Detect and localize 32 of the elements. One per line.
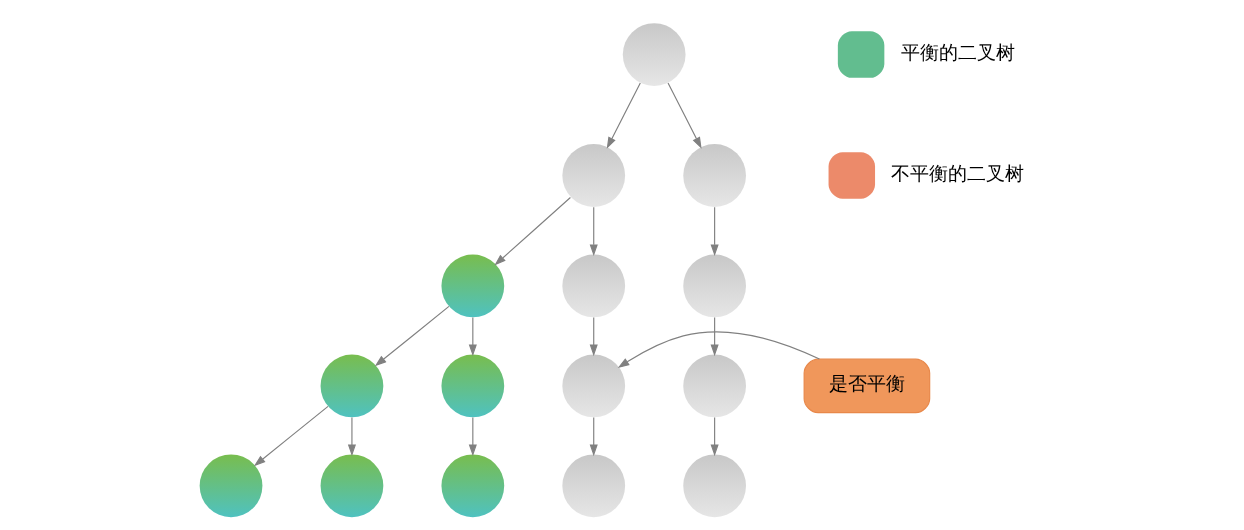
node-circle	[622, 23, 686, 86]
arrow	[617, 331, 820, 368]
arrow	[710, 416, 719, 457]
node-circle	[320, 454, 383, 518]
arrow	[347, 416, 356, 457]
arrow	[253, 405, 329, 467]
node-circle	[561, 144, 625, 207]
node-circle	[320, 354, 383, 418]
node-circle	[682, 454, 746, 518]
arrow	[374, 305, 449, 367]
arrow	[589, 316, 598, 357]
arrow	[606, 82, 641, 149]
node-circle	[561, 454, 625, 518]
node-circle	[440, 354, 504, 418]
arrow	[493, 196, 571, 266]
node-circle	[682, 254, 746, 318]
node-circle	[561, 254, 625, 318]
arrow	[666, 82, 702, 149]
legend-label: 不平衡的二叉树	[890, 162, 1024, 184]
arrow	[710, 206, 719, 257]
node-circle	[682, 144, 746, 207]
node-circle	[440, 454, 504, 518]
legend-label: 平衡的二叉树	[900, 42, 1015, 64]
arrow	[589, 206, 598, 257]
arrow	[710, 316, 719, 357]
node-circle	[682, 354, 746, 418]
arrow	[589, 416, 598, 457]
node-circle	[199, 454, 262, 518]
node-circle	[561, 354, 625, 418]
node-box: 是否平衡	[803, 358, 930, 414]
arrow	[468, 416, 477, 457]
arrow	[468, 316, 477, 357]
